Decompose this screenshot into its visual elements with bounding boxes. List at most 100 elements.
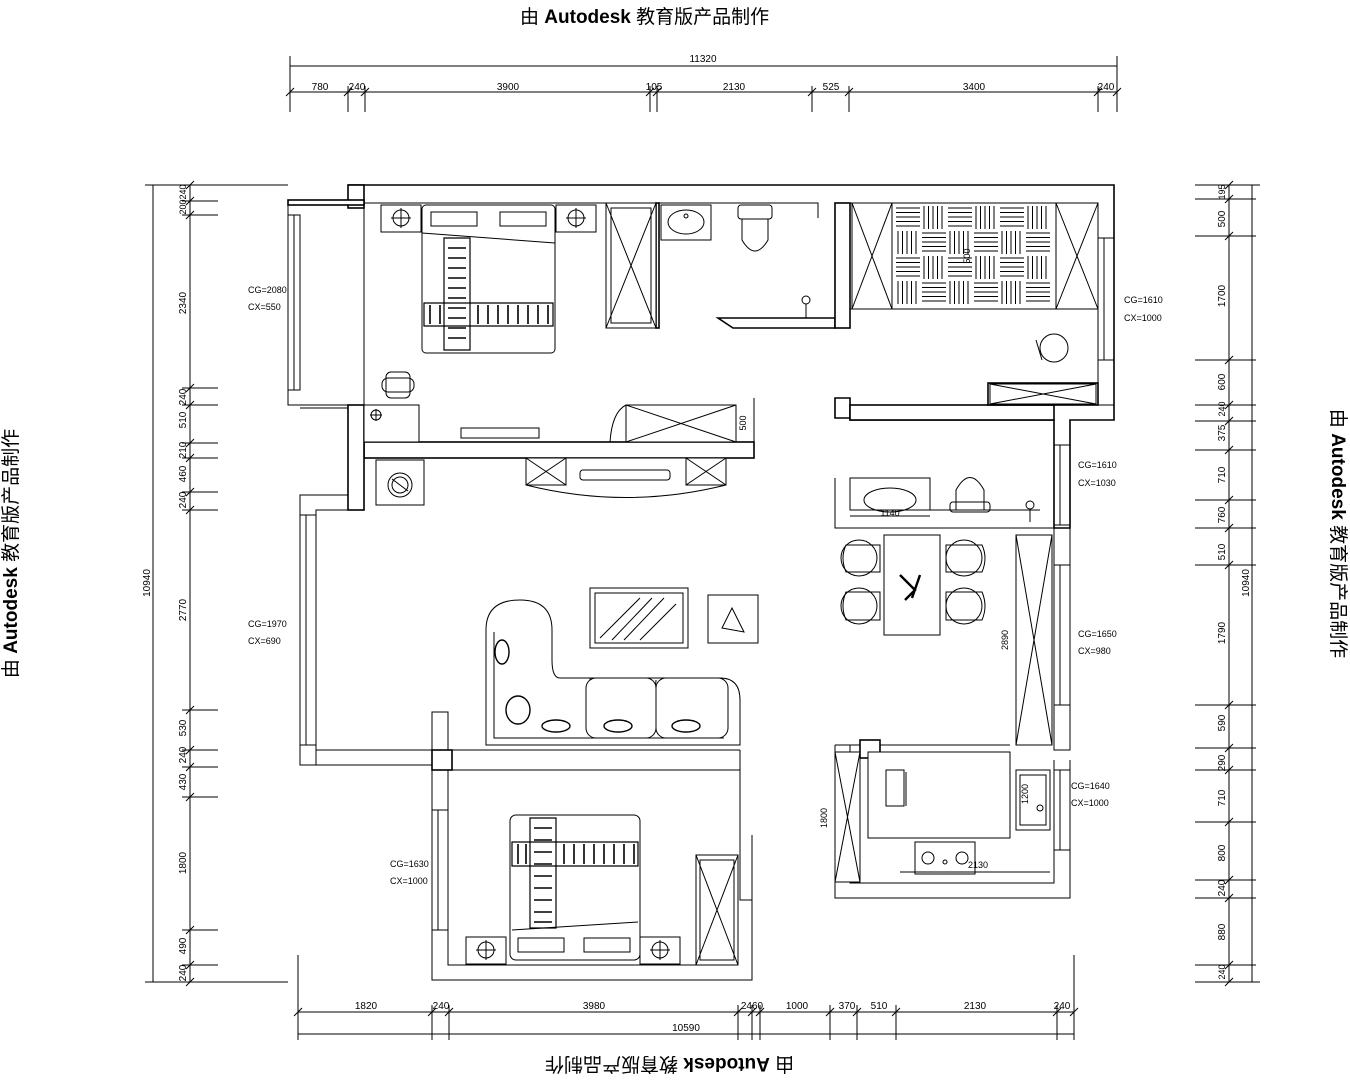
- dim-top-1: 240: [349, 82, 366, 93]
- dimension-tick: [1093, 87, 1103, 97]
- dim-bottom-4: 1000: [786, 1001, 809, 1012]
- dimension-tick: [1224, 495, 1234, 505]
- dim-top-0: 780: [312, 82, 329, 93]
- dimension-tick: [444, 1007, 454, 1017]
- dim-top-4: 2130: [723, 82, 746, 93]
- dim-right-1: 500: [1217, 210, 1228, 227]
- dimension-tick: [1224, 765, 1234, 775]
- dim-left-total: 10940: [142, 569, 153, 597]
- dim-top-total: 11320: [689, 54, 717, 65]
- window-label-cx-4: CX=690: [248, 636, 281, 646]
- master-bedroom: 500: [363, 202, 748, 443]
- dimension-tick: [1224, 817, 1234, 827]
- study-room: 500: [850, 202, 1099, 405]
- dim-left-1: 200: [178, 199, 188, 214]
- dimension-tick: [747, 1007, 757, 1017]
- dim-left-9: 530: [178, 719, 189, 736]
- dimension-tick: [1224, 180, 1234, 190]
- window-label-cg-6: CG=1640: [1071, 781, 1110, 791]
- dimension-tick: [807, 87, 817, 97]
- dim-left-8: 2770: [178, 598, 189, 621]
- dimension-tick: [891, 1007, 901, 1017]
- dim-right-9: 1790: [1217, 621, 1228, 644]
- sofa-cushions: [494, 639, 701, 733]
- dining-area: 2890: [840, 534, 1053, 746]
- window-label-cx-2: CX=1000: [1124, 313, 1162, 323]
- dimension-tick: [185, 792, 195, 802]
- dimension-tick: [185, 383, 195, 393]
- dimension-tick: [755, 1007, 765, 1017]
- dim-right-13: 800: [1217, 844, 1228, 861]
- wardrobe-depth: 500: [738, 415, 748, 430]
- left-dimension-lines: 10940 240 200 2340 240 510 210 460 240 2…: [142, 180, 288, 987]
- windows: [287, 214, 1115, 931]
- kitchen-depth: 2890: [1000, 630, 1010, 650]
- dimension-tick: [1069, 1007, 1079, 1017]
- dim-left-0: 240: [178, 184, 188, 199]
- dim-bottom-6: 510: [871, 1001, 888, 1012]
- dim-top-3: 105: [646, 82, 663, 93]
- kitchen: 1800 1200 2130: [819, 751, 1051, 883]
- dimension-tick: [360, 87, 370, 97]
- dimension-tick: [1224, 960, 1234, 970]
- dim-left-6: 460: [178, 465, 189, 482]
- dim-left-12: 1800: [178, 851, 189, 874]
- dimension-tick: [733, 1007, 743, 1017]
- dimension-tick: [1224, 700, 1234, 710]
- dimension-tick: [185, 196, 195, 206]
- door-openings: [739, 398, 836, 770]
- dimension-tick: [1224, 743, 1234, 753]
- dim-right-7: 760: [1217, 506, 1228, 523]
- dim-left-5: 210: [178, 441, 189, 458]
- dim-right-12: 710: [1217, 789, 1228, 806]
- dim-right-6: 710: [1217, 466, 1228, 483]
- dimension-tick: [185, 745, 195, 755]
- dimension-tick: [1224, 231, 1234, 241]
- dimension-tick: [1224, 194, 1234, 204]
- dimension-tick: [1224, 355, 1234, 365]
- dim-right-11: 290: [1217, 754, 1228, 771]
- dim-right-14: 240: [1217, 879, 1228, 896]
- window-label-cg-2: CG=1610: [1124, 295, 1163, 305]
- dimension-tick: [185, 925, 195, 935]
- dim-bottom-total: 10590: [672, 1023, 700, 1034]
- study-desk-depth: 500: [962, 248, 972, 263]
- dim-right-5: 375: [1217, 424, 1228, 441]
- dim-right-0: 195: [1217, 184, 1227, 199]
- dim-left-10: 240: [178, 746, 189, 763]
- dim-top-5: 525: [823, 82, 840, 93]
- dimension-tick: [1224, 445, 1234, 455]
- dimension-tick: [1224, 400, 1234, 410]
- dimension-tick: [1224, 875, 1234, 885]
- dimension-tick: [285, 87, 295, 97]
- dim-left-7: 240: [178, 491, 189, 508]
- dimension-tick: [185, 400, 195, 410]
- dim-bottom-8: 240: [1054, 1001, 1071, 1012]
- dim-bottom-2: 3980: [583, 1001, 606, 1012]
- dim-right-8: 510: [1217, 543, 1228, 560]
- dimension-tick: [1224, 523, 1234, 533]
- dimension-tick: [1224, 893, 1234, 903]
- dim-left-4: 510: [178, 411, 189, 428]
- dimension-tick: [852, 1007, 862, 1017]
- window-label-cx-7: CX=1000: [390, 876, 428, 886]
- dimension-tick: [185, 210, 195, 220]
- dimension-tick: [185, 762, 195, 772]
- dim-right-10: 590: [1217, 714, 1228, 731]
- window-label-cx-1: CX=550: [248, 302, 281, 312]
- window-label-cg-5: CG=1650: [1078, 629, 1117, 639]
- dimension-tick: [293, 1007, 303, 1017]
- bottom-dimension-lines: 1820 240 3980 2460 1000 370 510 2130 240…: [293, 955, 1079, 1040]
- watermark-top: 由 Autodesk 教育版产品制作: [520, 7, 770, 28]
- top-dimension-lines: 11320 780 240 3900 105 2130 525 3400 240: [285, 54, 1122, 112]
- dimension-tick: [185, 960, 195, 970]
- dim-top-6: 3400: [963, 82, 986, 93]
- dimension-tick: [1112, 87, 1122, 97]
- window-label-cg-1: CG=2080: [248, 285, 287, 295]
- dim-top-7: 240: [1098, 82, 1115, 93]
- dim-bottom-7: 2130: [964, 1001, 987, 1012]
- dim-right-16: 240: [1217, 964, 1227, 979]
- dim-right-4: 240: [1217, 401, 1227, 416]
- dimension-tick: [427, 1007, 437, 1017]
- window-label-cg-3: CG=1610: [1078, 460, 1117, 470]
